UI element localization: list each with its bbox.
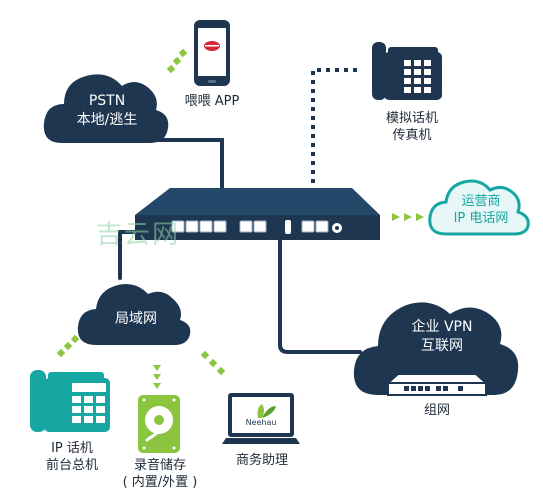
ip-phone-line1: IP 话机 [51,441,93,456]
carrier-cloud-label: 运营商 IP 电话网 [436,193,526,227]
link-gateway-vpn [278,236,362,354]
pstn-line1: PSTN [88,93,126,109]
lan-cloud-label: 局域网 [96,310,176,329]
link-gateway-analog-phone [311,68,360,192]
app-label: 喂喂 APP [184,94,240,109]
vpn-cloud-label: 企业 VPN 互联网 [392,318,492,356]
pstn-cloud-label: PSTN 本地/逃生 [62,92,152,130]
desk-phone-icon [372,42,442,100]
lan-label: 局域网 [115,311,157,327]
pstn-line2: 本地/逃生 [76,112,138,128]
watermark: 吉云网 [96,220,181,250]
analog-phone-label: 模拟话机 传真机 [372,110,452,144]
pstn-cloud [43,74,169,143]
vpn-line2: 互联网 [421,338,463,354]
ip-phone-icon [30,370,110,432]
vpn-router-icon [385,373,489,396]
vpn-cloud [353,302,519,395]
dotted-links [311,68,360,192]
laptop-screen-text: Neehau [245,418,277,427]
carrier-cloud [428,179,530,236]
recording-line2: ( 内置/外置 ) [122,475,198,490]
lan-cloud [77,284,191,345]
carrier-line2: IP 电话网 [453,211,509,226]
vpn-sub-label: 组网 [423,403,450,418]
hard-drive-icon [138,395,180,453]
recording-line1: 录音储存 [133,458,186,473]
link-pstn-gateway [148,138,224,200]
gateway-device [135,188,380,240]
carrier-line1: 运营商 [461,194,501,209]
analog-line1: 模拟话机 [385,111,438,126]
ip-phone-label: IP 话机 前台总机 [32,440,112,474]
recording-label: 录音储存 ( 内置/外置 ) [110,457,210,491]
wireless-dots [56,48,424,389]
vpn-line1: 企业 VPN [411,319,473,335]
smartphone-icon [194,20,230,86]
assistant-label: 商务助理 [235,453,288,468]
laptop-icon [222,393,300,444]
ip-phone-line2: 前台总机 [45,458,98,473]
analog-line2: 传真机 [392,128,432,143]
